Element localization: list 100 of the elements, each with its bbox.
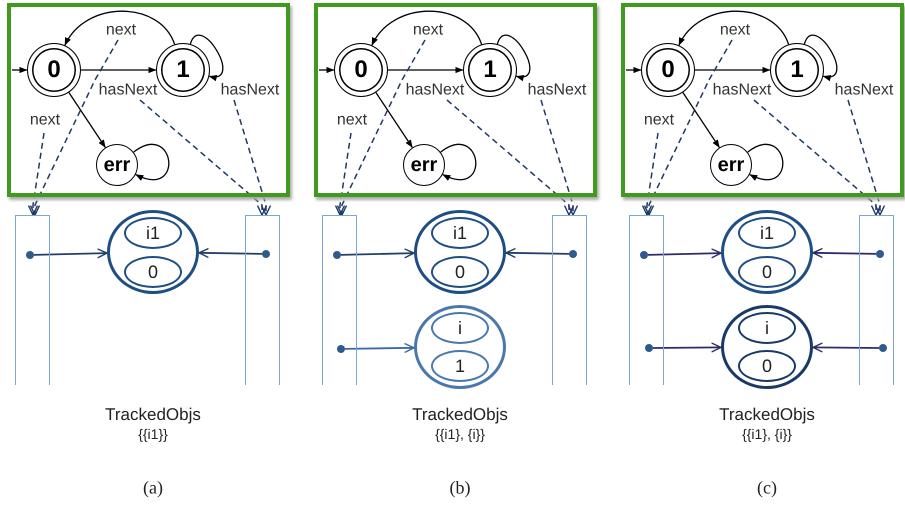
tracked-object-circle [721, 305, 813, 389]
transition-arrow [388, 66, 464, 74]
pointer-arrow [344, 342, 415, 354]
dashed-arrow [847, 100, 886, 216]
tracked-object-circle [721, 210, 813, 294]
transition-arrow [695, 66, 770, 74]
parameter-label: 0 [148, 262, 158, 282]
start-arrow [12, 66, 28, 74]
tracked-object-circle [107, 210, 199, 294]
pointer-column [552, 215, 587, 385]
state-label: 1 [790, 56, 804, 84]
parameter-ellipse [124, 217, 182, 249]
transition-arrow [64, 10, 176, 46]
pointer-arrow [198, 248, 262, 258]
automaton-frame [621, 3, 904, 197]
dashed-arrow [336, 40, 426, 216]
pointer-dot [569, 250, 577, 258]
parameter-ellipse [431, 217, 489, 249]
state-label: err [718, 154, 744, 176]
pointer-dot [26, 251, 34, 259]
start-arrow [626, 66, 642, 74]
dashed-arrow [28, 132, 45, 216]
tracked-object-circle [414, 210, 506, 294]
dashed-arrow [540, 100, 578, 216]
dashed-arrow [233, 100, 272, 216]
panel-caption: (a) [143, 478, 163, 498]
pointer-column [859, 215, 894, 385]
state-circle [96, 144, 138, 186]
parameter-ellipse [431, 312, 489, 344]
pointer-dot [876, 250, 884, 258]
tracked-objects-title: TrackedObjs [105, 405, 201, 425]
parameter-label: i [458, 318, 462, 338]
pointer-arrow [812, 342, 879, 353]
parameter-label: 0 [762, 262, 772, 282]
tracked-set-label: {{i1}, {i}} [435, 426, 485, 442]
pointer-dot [333, 251, 341, 259]
tracked-objects-title: TrackedObjs [719, 405, 815, 425]
state-label: 1 [483, 56, 497, 84]
transition-arrow [747, 144, 784, 180]
parameter-ellipse [738, 312, 796, 344]
panel-caption: (c) [757, 478, 777, 498]
parameter-label: i1 [760, 222, 774, 244]
parameter-label: i [765, 318, 769, 338]
tracked-set-label: {{i1}, {i}} [742, 426, 792, 442]
parameter-ellipse [738, 350, 796, 382]
tracked-objects-title: TrackedObjs [412, 405, 508, 425]
dashed-arrow [754, 99, 882, 216]
pointer-column [245, 215, 280, 385]
automaton-frame [7, 3, 290, 197]
parameter-label: i1 [146, 222, 160, 244]
pointer-column [322, 215, 357, 385]
parameter-label: 0 [454, 262, 465, 282]
state-circle [27, 43, 81, 97]
pointer-dot [337, 345, 345, 353]
panel-caption: (b) [450, 478, 470, 498]
state-circle [403, 144, 445, 186]
parameter-label: i1 [452, 222, 467, 244]
parameter-ellipse [431, 350, 489, 382]
state-label: 1 [176, 56, 190, 84]
transition-arrow [678, 10, 790, 46]
dashed-arrow [334, 132, 352, 216]
transition-arrow [682, 92, 720, 148]
pointer-dot [879, 344, 887, 352]
pointer-column [15, 215, 50, 385]
state-label: err [104, 154, 130, 176]
parameter-ellipse [431, 256, 489, 288]
tracked-set-label: {{i1}} [138, 426, 168, 442]
parameter-ellipse [738, 256, 796, 288]
parameter-label: 1 [454, 356, 465, 376]
dashed-arrow [642, 132, 659, 216]
transition-arrow [440, 144, 476, 180]
dashed-arrow [140, 99, 268, 216]
transition-arrow [375, 92, 413, 148]
parameter-label: 0 [762, 356, 772, 376]
state-label: err [410, 154, 438, 176]
automaton-frame [314, 3, 597, 197]
pointer-arrow [653, 342, 722, 353]
pointer-dot [640, 251, 648, 259]
parameter-ellipse [124, 256, 182, 288]
pointer-arrow [34, 248, 108, 259]
state-label: 0 [661, 56, 675, 84]
pointer-arrow [812, 248, 876, 258]
dashed-arrow [644, 40, 733, 216]
transition-arrow [371, 10, 482, 46]
state-label: 0 [354, 56, 368, 84]
pointer-arrow [505, 248, 570, 258]
state-circle [770, 43, 824, 97]
start-arrow [319, 66, 334, 74]
dashed-arrow [30, 40, 119, 216]
transition-arrow [804, 34, 838, 80]
pointer-column [629, 215, 664, 385]
transition-arrow [81, 66, 156, 74]
pointer-arrow [340, 248, 415, 259]
state-circle [641, 43, 695, 97]
parameter-ellipse [738, 217, 796, 249]
state-circle [463, 43, 517, 97]
state-label: 0 [47, 56, 61, 84]
transition-arrow [190, 34, 224, 80]
pointer-dot [645, 344, 653, 352]
pointer-dot [262, 250, 270, 258]
